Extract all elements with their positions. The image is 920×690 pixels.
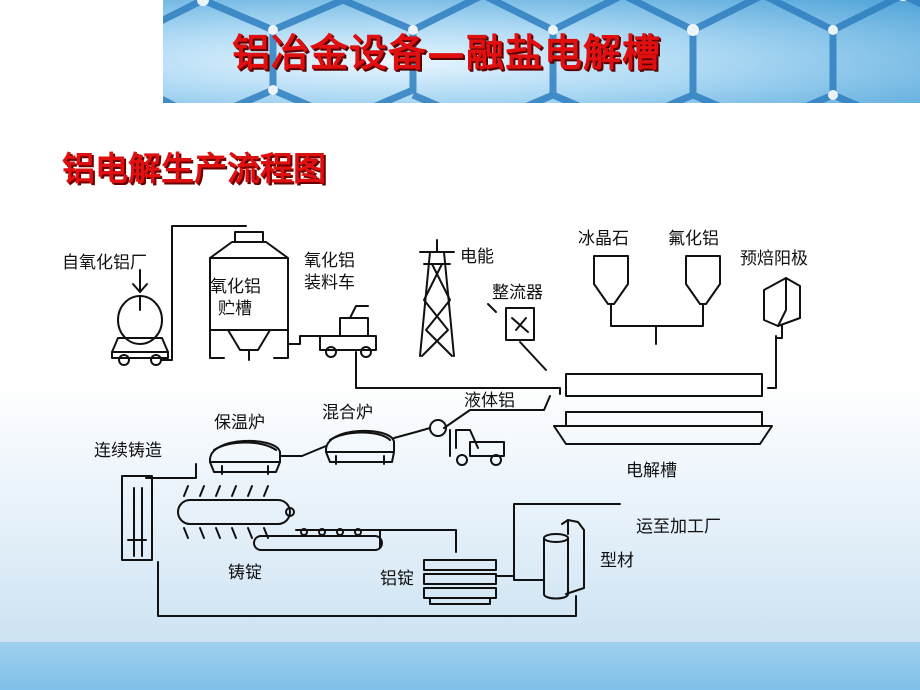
label-aluminum-fluoride: 氟化铝	[668, 229, 719, 249]
label-power: 电能	[460, 247, 494, 267]
slide-title: 铝冶金设备—融盐电解槽	[232, 31, 662, 75]
label-holding-furnace: 保温炉	[214, 413, 265, 433]
aluminum-ingot-stack	[423, 559, 497, 605]
alumina-loader-truck	[319, 305, 377, 358]
label-liquid-aluminum: 液体铝	[464, 391, 515, 411]
mixing-furnace	[325, 429, 395, 465]
label-rectifier: 整流器	[492, 283, 543, 303]
header-banner	[163, 0, 920, 103]
forklift	[449, 429, 505, 466]
power-tower-icon	[419, 239, 455, 357]
footer-band	[0, 642, 920, 690]
holding-furnace	[209, 439, 281, 475]
profile-stock	[543, 519, 585, 600]
electrolytic-cell	[553, 373, 773, 445]
label-loader-line1: 氧化铝	[304, 251, 355, 271]
label-profile: 型材	[600, 551, 634, 571]
alumina-tanker-icon	[111, 269, 169, 366]
label-aluminum-ingot: 铝锭	[380, 569, 414, 589]
rectifier-box	[505, 307, 535, 341]
label-electrolytic-cell: 电解槽	[626, 461, 677, 481]
prebaked-anode-block	[763, 277, 801, 339]
aluminum-fluoride-hopper	[655, 255, 721, 345]
label-storage-tank-line2: 贮槽	[218, 299, 252, 319]
label-mixing-furnace: 混合炉	[322, 403, 373, 423]
label-cryolite: 冰晶石	[578, 229, 629, 249]
label-continuous-casting: 连续铸造	[94, 441, 162, 461]
hexagon-pattern	[163, 0, 920, 103]
diagram-subtitle: 铝电解生产流程图	[62, 149, 326, 188]
label-loader-line2: 装料车	[304, 273, 355, 293]
label-alumina-source: 自氧化铝厂	[62, 253, 147, 273]
cryolite-hopper	[593, 255, 657, 327]
label-prebaked-anode: 预焙阳极	[740, 249, 808, 269]
label-ingot-casting: 铸锭	[228, 563, 262, 583]
roller-conveyor	[253, 528, 457, 553]
ingot-casting-machine	[177, 485, 295, 539]
label-to-processing: 运至加工厂	[636, 517, 721, 537]
continuous-casting-machine	[121, 463, 197, 561]
label-storage-tank-line1: 氧化铝	[210, 277, 261, 297]
